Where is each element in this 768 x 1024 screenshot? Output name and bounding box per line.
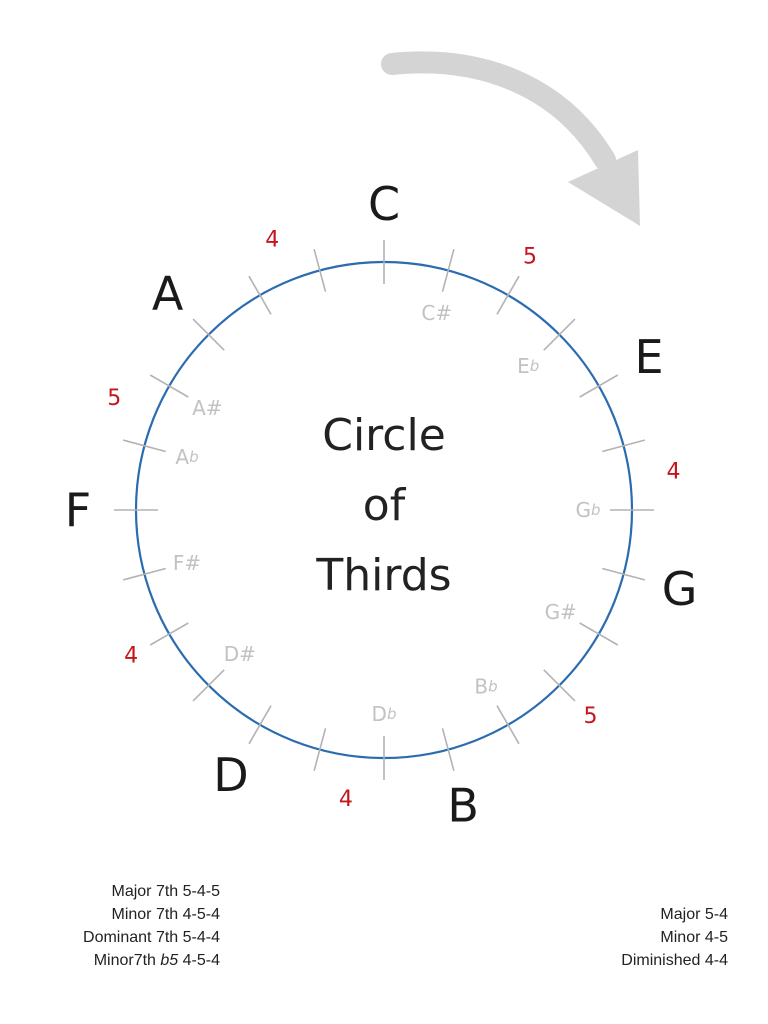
tick-mark: [248, 275, 272, 315]
tick-mark: [602, 567, 646, 581]
tick-mark: [441, 728, 455, 772]
chord-legend-left: Major 7th 5-4-5 Minor 7th 4-5-4 Dominant…: [83, 880, 220, 972]
tick-mark: [579, 374, 619, 398]
interval-label: 4: [124, 644, 138, 669]
note-label-d: D: [213, 748, 248, 802]
tick-mark: [122, 567, 166, 581]
note-label-b-flat: Bb: [474, 675, 497, 699]
note-label-e: E: [634, 330, 663, 384]
triad-legend-right: Major 5-4 Minor 4-5 Diminished 4-4: [621, 903, 728, 972]
tick-mark: [192, 669, 225, 702]
legend-row-major: Major 5-4: [660, 906, 728, 923]
interval-label: 4: [339, 787, 353, 812]
title-line-2: of: [363, 480, 407, 531]
tick-mark: [543, 318, 576, 351]
tick-mark: [313, 728, 327, 772]
note-label-g: G: [662, 562, 698, 616]
note-label-d-flat: Db: [372, 702, 397, 726]
note-label-g-sharp: G#: [545, 600, 577, 624]
note-label-b: B: [447, 779, 479, 833]
arrow-head: [568, 150, 640, 226]
note-label-c-sharp: C#: [421, 301, 452, 325]
tick-mark: [602, 439, 646, 453]
legend-row-minor7th-b5: Minor7th b5 4-5-4: [93, 952, 220, 969]
tick-mark: [579, 622, 619, 646]
tick-mark: [122, 439, 166, 453]
legend-row-diminished: Diminished 4-4: [621, 952, 728, 969]
tick-mark: [149, 374, 189, 398]
note-label-c: C: [368, 177, 400, 231]
legend-row-major-7th: Major 7th 5-4-5: [111, 883, 220, 900]
tick-mark: [192, 318, 225, 351]
clockwise-arrow-icon: [381, 51, 616, 171]
interval-label: 4: [265, 228, 279, 253]
legend-row-dominant-7th: Dominant 7th 5-4-4: [83, 929, 220, 946]
note-label-d-sharp: D#: [224, 642, 256, 666]
tick-mark: [313, 248, 327, 292]
title-line-3: Thirds: [315, 550, 451, 601]
note-label-a-sharp: A#: [192, 396, 222, 420]
tick-mark: [248, 705, 272, 745]
tick-mark: [441, 248, 455, 292]
note-label-e-flat: Eb: [517, 354, 539, 378]
legend-row-minor-7th: Minor 7th 4-5-4: [111, 906, 220, 923]
interval-label: 5: [523, 245, 537, 270]
interval-label: 5: [107, 386, 121, 411]
interval-label: 5: [584, 704, 598, 729]
interval-label: 4: [667, 459, 681, 484]
legend-row-minor: Minor 4-5: [660, 929, 728, 946]
note-label-g-flat: Gb: [575, 498, 600, 522]
tick-mark: [496, 705, 520, 745]
tick-mark: [149, 622, 189, 646]
tick-mark: [543, 669, 576, 702]
note-label-a-flat: Ab: [175, 445, 198, 469]
tick-mark: [496, 275, 520, 315]
diagram-title: Circle of Thirds: [315, 410, 451, 601]
note-label-f: F: [65, 483, 91, 537]
tick-marks: [114, 240, 654, 780]
note-label-f-sharp: F#: [173, 551, 201, 575]
note-label-a: A: [152, 267, 184, 321]
title-line-1: Circle: [322, 410, 446, 461]
